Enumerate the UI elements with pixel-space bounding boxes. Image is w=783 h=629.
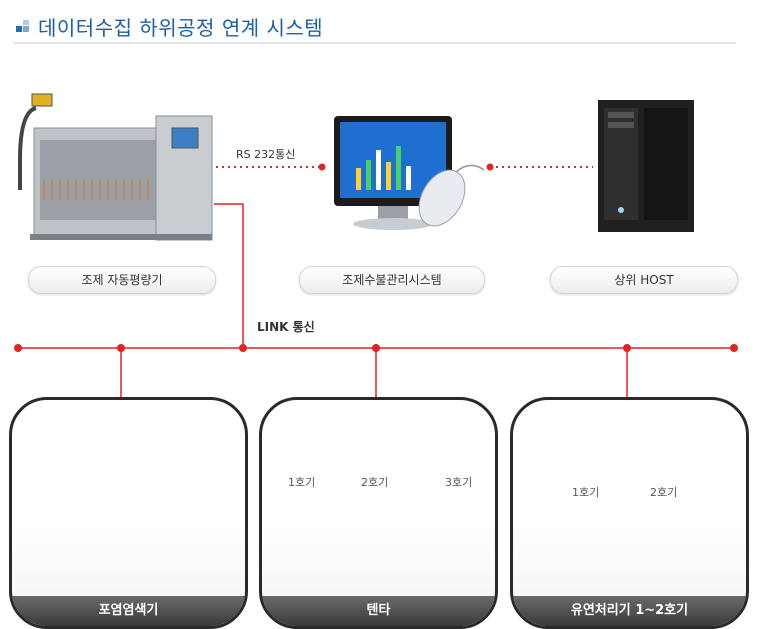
dispensing-machine-image — [18, 93, 213, 241]
page-header: 데이터수집 하위공정 연계 시스템 — [14, 6, 736, 44]
unit-label: 1호기 — [288, 476, 316, 489]
link-label: LINK 통신 — [257, 320, 315, 334]
device-label-host: 상위 HOST — [550, 266, 738, 294]
panel-title: 포염염색기 — [12, 596, 245, 626]
device-label-management: 조제수불관리시스템 — [299, 266, 485, 294]
server-tower-image — [598, 100, 694, 232]
unit-label: 1호기 — [572, 486, 600, 499]
process-panel-tenter: 텐타 — [259, 397, 498, 629]
unit-label: 2호기 — [361, 476, 389, 489]
process-panel-dyeing: 포염염색기 — [9, 397, 248, 629]
link-drop-line — [214, 203, 244, 348]
page-title: 데이터수집 하위공정 연계 시스템 — [38, 16, 324, 40]
unit-label: 2호기 — [650, 486, 678, 499]
title-bullet-icon — [16, 20, 30, 34]
unit-label: 3호기 — [445, 476, 473, 489]
device-label-dispenser: 조제 자동평량기 — [28, 266, 216, 294]
process-panel-softener: 유연처리기 1~2호기 — [510, 397, 749, 629]
panel-title: 유연처리기 1~2호기 — [513, 596, 746, 626]
rs232-label: RS 232통신 — [236, 148, 296, 161]
panel-title: 텐타 — [262, 596, 495, 626]
monitor-image — [334, 116, 485, 230]
